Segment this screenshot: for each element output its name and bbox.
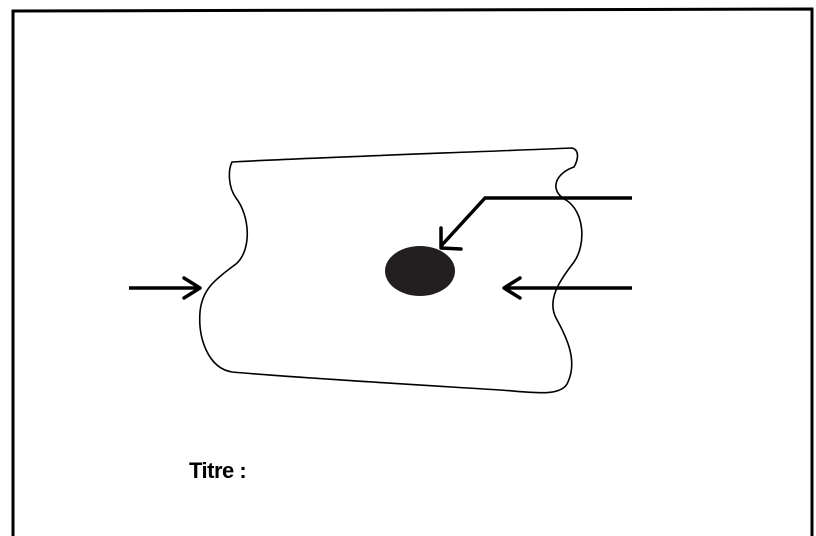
cytoplasm-pointer-arrow: [502, 276, 632, 300]
membrane-pointer-arrow: [129, 276, 202, 300]
cell-membrane: [198, 147, 583, 394]
nucleus-pointer-arrow: [439, 196, 632, 251]
worksheet-border: [11, 7, 814, 536]
nucleus: [385, 246, 455, 296]
diagram-title-label: Titre :: [189, 458, 247, 483]
